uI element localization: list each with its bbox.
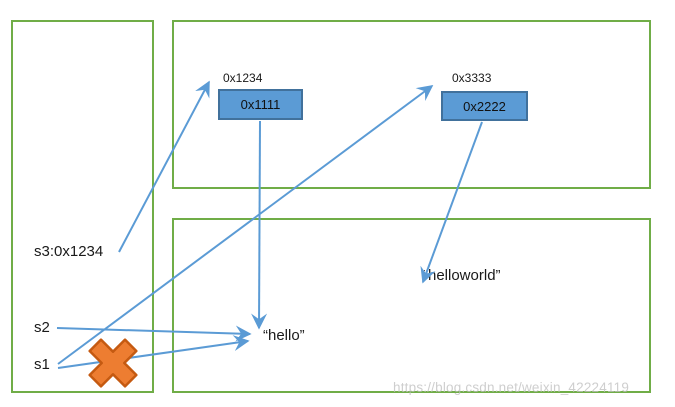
pointer-box-0x1111: 0x1111 (218, 89, 303, 120)
string-data-region-box (172, 218, 651, 393)
stack-region-box (11, 20, 154, 393)
stack-var-s2-label: s2 (34, 319, 50, 336)
csdn-watermark: https://blog.csdn.net/weixin_42224119 (393, 380, 630, 395)
pointer-box-0x2222: 0x2222 (441, 91, 528, 121)
stack-var-s3-label: s3:0x1234 (34, 243, 104, 260)
address-label-0x3333: 0x3333 (452, 71, 492, 85)
stack-var-s1-label: s1 (34, 356, 50, 373)
string-literal-hello: “hello” (263, 327, 305, 344)
string-literal-helloworld: “helloworld” (423, 267, 501, 284)
address-label-0x1234: 0x1234 (223, 71, 263, 85)
